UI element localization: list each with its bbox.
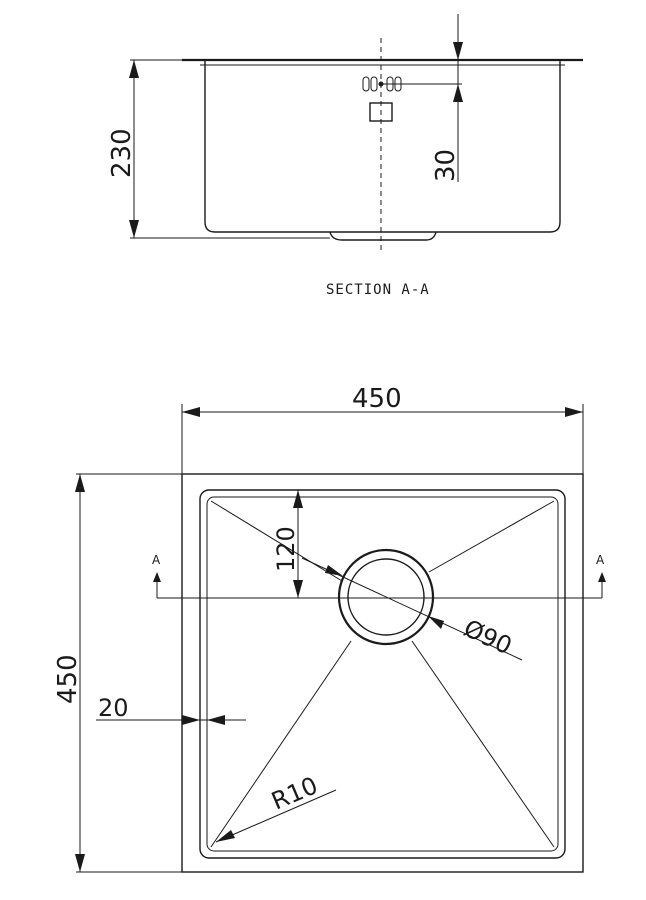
section-cut-left-arrow: [153, 572, 161, 582]
wall-arrow-right: [207, 715, 225, 725]
drain-outer-circle: [337, 548, 435, 646]
section-view: 30 230 SECTION A-A: [107, 14, 583, 298]
radius-leader-arrow: [216, 830, 235, 842]
bowl-inner-rim: [206, 496, 559, 852]
slope-line-bottom-right: [411, 640, 555, 848]
section-height-label: 230: [107, 128, 137, 178]
bowl-outer-rim: [199, 489, 566, 859]
drain-leader-arrow-inner: [325, 565, 343, 576]
radius-leader-line: [215, 789, 337, 843]
section-caption: SECTION A-A: [326, 282, 430, 298]
corner-radius-label: R10: [267, 771, 321, 815]
slope-line-top-right: [428, 500, 555, 573]
plan-height-arrow-bottom: [75, 854, 85, 872]
drain-inner-circle: [347, 558, 425, 636]
height-arrow-bottom: [129, 220, 139, 238]
width-arrow-right: [565, 407, 583, 417]
section-marker-right: A: [596, 553, 605, 567]
overflow-box: [369, 102, 393, 122]
plan-view: 450 450 A A 120: [53, 384, 606, 873]
slope-line-top-left: [210, 500, 343, 582]
section-bowl-outline: [204, 60, 561, 233]
overflow-arrow-up: [453, 84, 463, 102]
plan-height-arrow-top: [75, 474, 85, 492]
plan-outer-flange: [181, 473, 584, 873]
depth-arrow-bottom: [293, 580, 303, 598]
height-arrow-top: [129, 60, 139, 78]
plan-width-label: 450: [352, 384, 402, 414]
drain-leader-arrow-outer: [428, 616, 444, 629]
section-drain-bump: [329, 231, 437, 241]
wall-arrow-left: [182, 715, 200, 725]
depth-arrow-top: [293, 490, 303, 508]
wall-thickness-label: 20: [98, 694, 129, 722]
overflow-arrow-down: [453, 42, 463, 60]
width-arrow-left: [182, 407, 200, 417]
slope-line-bottom-left: [210, 640, 352, 848]
section-marker-left: A: [152, 553, 161, 567]
section-cut-right-arrow: [598, 572, 606, 582]
depth-dimension-label: 120: [272, 526, 300, 572]
overflow-dimension-label: 30: [431, 149, 461, 182]
plan-height-label: 450: [53, 654, 83, 704]
